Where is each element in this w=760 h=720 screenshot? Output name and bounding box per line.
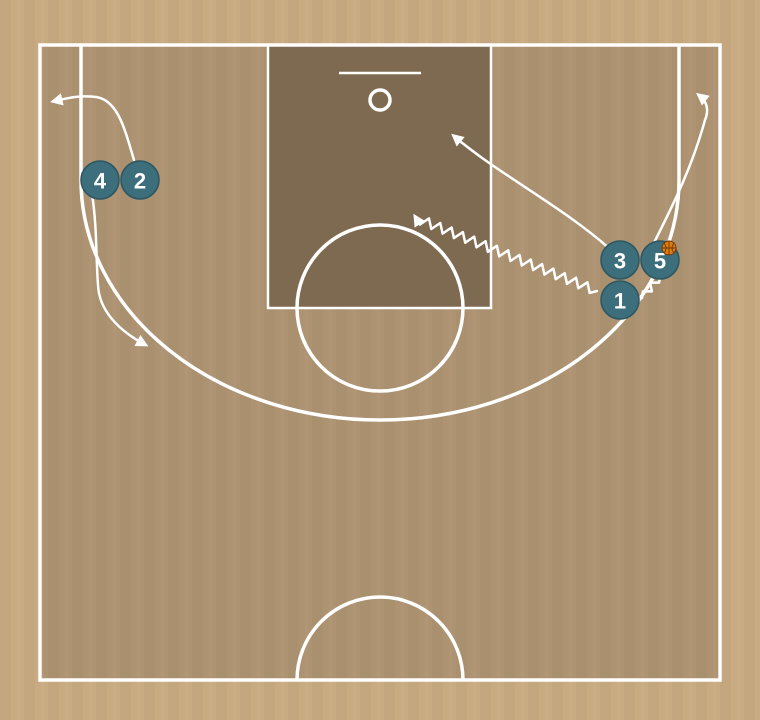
free-throw-circle	[295, 223, 465, 393]
player-3[interactable]: 3	[600, 240, 640, 280]
cut-path-player-5	[648, 92, 710, 253]
basketball-icon	[661, 240, 677, 256]
player-4[interactable]: 4	[80, 160, 120, 200]
cut-path-player-3	[451, 133, 612, 251]
player-number: 5	[654, 249, 666, 274]
player-number: 2	[134, 169, 146, 194]
player-number: 1	[614, 289, 626, 314]
player-marker	[600, 280, 640, 320]
dribble-path-player-1	[413, 213, 599, 295]
handoff-path-5-to-1	[640, 274, 662, 300]
three-point-line	[79, 45, 681, 422]
paint-area	[266, 43, 493, 310]
player-1[interactable]: 1	[600, 280, 640, 320]
court-boundary	[38, 43, 722, 682]
player-marker	[600, 240, 640, 280]
player-5[interactable]: 5	[640, 240, 680, 280]
court-lines	[38, 43, 722, 682]
center-circle	[295, 595, 465, 681]
cut-path-player-2	[50, 93, 136, 162]
player-marker	[120, 160, 160, 200]
player-2[interactable]: 2	[120, 160, 160, 200]
player-number: 4	[94, 169, 107, 194]
cut-path-player-4	[90, 192, 149, 347]
player-number: 3	[614, 249, 626, 274]
player-marker	[80, 160, 120, 200]
rim	[368, 88, 392, 112]
